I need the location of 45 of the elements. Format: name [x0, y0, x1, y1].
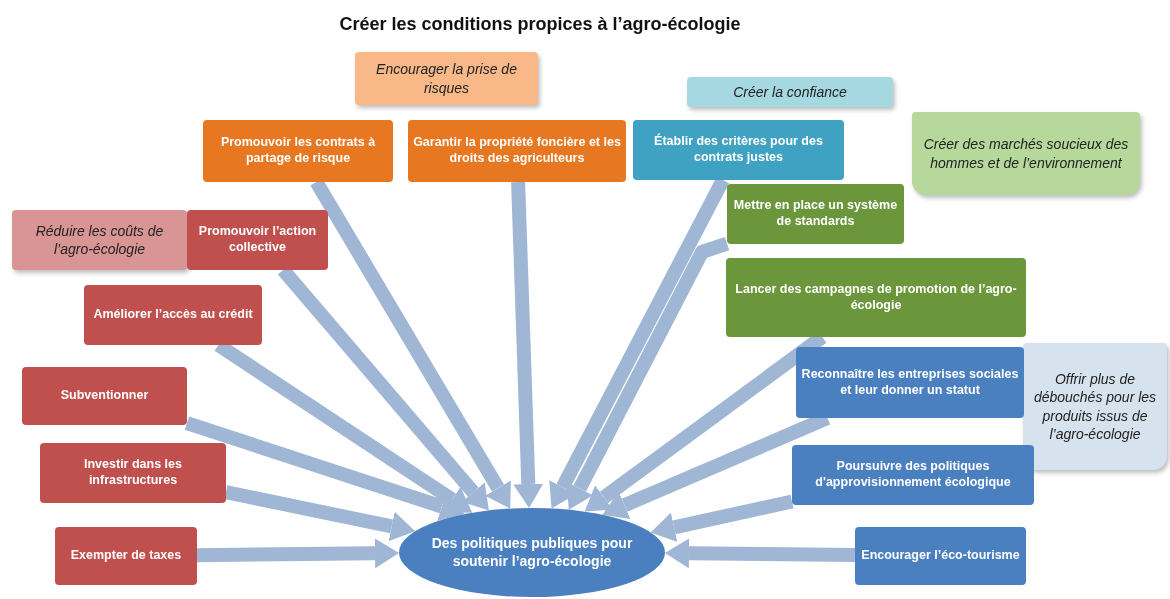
arrow [650, 494, 794, 542]
action-box [796, 347, 1024, 418]
category-box [12, 210, 187, 270]
action-box [792, 445, 1034, 505]
action-box [22, 367, 187, 425]
category-label: Encourager la prise de risques [375, 60, 518, 97]
node-label: Lancer des campagnes de promotion de l’agro-écologie [734, 281, 1018, 314]
arrow [184, 416, 465, 521]
category-label: Créer la confiance [733, 82, 847, 102]
node-label: Améliorer l’accès au crédit [93, 307, 253, 323]
category-label: Offrir plus de débouchés pour les produits issus de l’agro-écologie [1032, 370, 1158, 443]
action-box [727, 184, 904, 244]
node-label: Reconnaître les entreprises sociales et leur donner un statut [800, 366, 1020, 399]
action-box [726, 258, 1026, 337]
node-label: Exempter de taxes [70, 548, 182, 564]
node-label: Promouvoir les contrats à partage de risque [219, 135, 377, 167]
node-label: Des politiques publiques pour soutenir l’agro-écologie [430, 535, 634, 570]
category-box [1023, 343, 1167, 470]
category-box [687, 77, 893, 107]
category-label: Créer des marchés soucieux des hommes et de l’environnement [922, 135, 1130, 172]
arrow [566, 236, 730, 510]
arrow [665, 538, 856, 569]
category-box [355, 52, 538, 105]
category-box [912, 112, 1140, 195]
node-label: Subventionner [60, 388, 149, 404]
node-label: Investir dans les infrastructures [83, 457, 183, 489]
node-label: Établir des critères pour des contrats justes [653, 134, 824, 166]
arrow [196, 538, 399, 569]
diagram-title: Créer les conditions propices à l’agro-écologie [339, 14, 741, 34]
node-label: Poursuivre des politiques d'approvisionnement écologique [814, 459, 1012, 491]
action-box [187, 210, 328, 270]
action-box [855, 527, 1026, 585]
action-box [55, 527, 197, 585]
arrow [511, 181, 544, 508]
action-box [633, 120, 844, 180]
action-box [408, 120, 626, 182]
action-box [203, 120, 393, 182]
node-label: Garantir la propriété foncière et les droits des agriculteurs [412, 135, 622, 167]
node-label: Encourager l’éco-tourisme [861, 548, 1020, 564]
category-label: Réduire les coûts de l’agro-écologie [34, 221, 165, 259]
action-box [40, 443, 226, 503]
node-label: Mettre en place un système de standards [732, 198, 899, 230]
action-box [84, 285, 262, 345]
arrow [224, 485, 416, 542]
node-label: Promouvoir l’action collective [197, 224, 318, 256]
